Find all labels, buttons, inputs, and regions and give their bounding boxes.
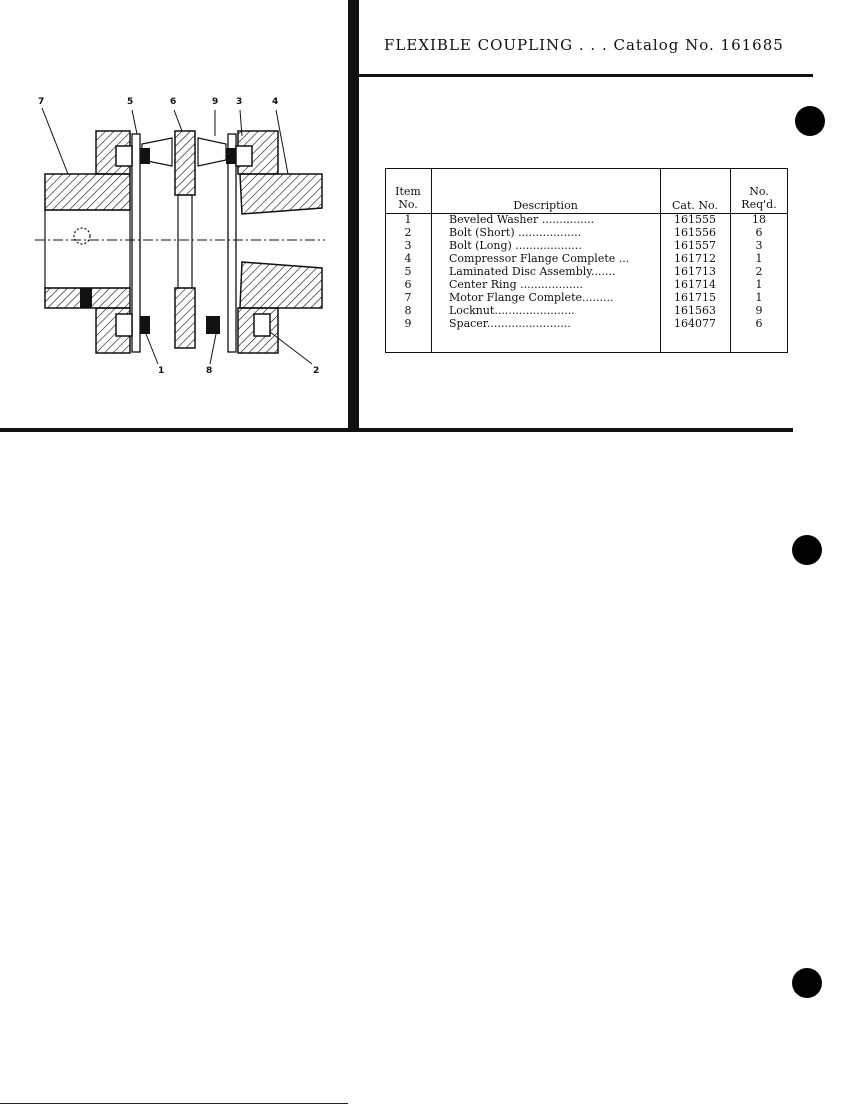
binder-hole-top — [795, 106, 825, 136]
table-row: 3 Bolt (Long) ................... 161557… — [385, 240, 788, 252]
coupling-cross-section-drawing — [35, 107, 325, 365]
qty-required: 9 — [755, 305, 763, 317]
spacer-right — [197, 137, 227, 167]
compressor-flange-top — [239, 173, 323, 215]
compressor-flange-bottom — [239, 261, 323, 309]
callout-6: 6 — [170, 97, 177, 107]
header-item-line2: No. — [398, 198, 418, 211]
item-description: Laminated Disc Assembly....... — [449, 266, 616, 278]
callout-9: 9 — [212, 97, 219, 107]
item-no: 1 — [404, 214, 412, 226]
header-cat-no: Cat. No. — [672, 199, 718, 212]
qty-required: 2 — [755, 266, 763, 278]
header-divider — [385, 213, 788, 214]
table-row: 2 Bolt (Short) .................. 161556… — [385, 227, 788, 239]
header-qty-line1: No. — [749, 185, 769, 198]
item-description: Spacer........................ — [449, 318, 571, 330]
table-row: 4 Compressor Flange Complete ... 161712 … — [385, 253, 788, 265]
title-underline — [359, 74, 813, 77]
bolt-head-lower-right — [253, 313, 271, 337]
binder-hole-bottom — [792, 968, 822, 998]
table-row: 5 Laminated Disc Assembly....... 161713 … — [385, 266, 788, 278]
section-divider — [0, 428, 793, 432]
item-no: 6 — [404, 279, 412, 291]
qty-required: 1 — [755, 292, 763, 304]
cat-no: 161714 — [674, 279, 716, 291]
cat-no: 161556 — [674, 227, 716, 239]
key — [80, 288, 92, 308]
nut-upper-right — [226, 148, 236, 164]
item-description: Motor Flange Complete......... — [449, 292, 614, 304]
laminated-disc-left — [131, 133, 141, 353]
callout-5: 5 — [127, 97, 134, 107]
callout-3: 3 — [236, 97, 243, 107]
item-no: 8 — [404, 305, 412, 317]
motor-flange-top — [44, 173, 131, 211]
callout-4: 4 — [272, 97, 279, 107]
footer-rule — [0, 1103, 348, 1104]
callout-1: 1 — [158, 366, 165, 376]
item-no: 4 — [404, 253, 412, 265]
laminated-disc-right — [227, 133, 237, 353]
item-description: Compressor Flange Complete ... — [449, 253, 630, 265]
cat-no: 161555 — [674, 214, 716, 226]
table-row: 9 Spacer........................ 164077 … — [385, 318, 788, 330]
item-no: 7 — [404, 292, 412, 304]
header-qty: No. Req'd. — [730, 185, 788, 211]
item-no: 2 — [404, 227, 412, 239]
header-qty-line2: Req'd. — [741, 198, 777, 211]
vertical-divider — [348, 0, 359, 432]
qty-required: 6 — [755, 318, 763, 330]
nut-lower-right — [206, 316, 220, 334]
qty-required: 1 — [755, 253, 763, 265]
item-no: 3 — [404, 240, 412, 252]
table-row: 7 Motor Flange Complete......... 161715 … — [385, 292, 788, 304]
header-item: Item No. — [385, 185, 431, 211]
item-no: 5 — [404, 266, 412, 278]
qty-required: 18 — [752, 214, 766, 226]
cat-no: 161713 — [674, 266, 716, 278]
item-no: 9 — [404, 318, 412, 330]
bolt-head-upper-left — [115, 145, 133, 167]
cat-no: 164077 — [674, 318, 716, 330]
qty-required: 6 — [755, 227, 763, 239]
bolt-head-lower-left — [115, 313, 133, 337]
item-description: Bolt (Short) .................. — [449, 227, 582, 239]
parts-table: Item No. Description Cat. No. No. Req'd.… — [385, 168, 788, 353]
callout-7: 7 — [38, 97, 45, 107]
motor-flange-bore — [44, 209, 131, 289]
cat-no: 161557 — [674, 240, 716, 252]
callout-2: 2 — [313, 366, 320, 376]
center-ring-web — [177, 194, 193, 289]
table-row: 8 Locknut....................... 161563 … — [385, 305, 788, 317]
cat-no: 161715 — [674, 292, 716, 304]
table-row: 6 Center Ring .................. 161714 … — [385, 279, 788, 291]
cat-no: 161563 — [674, 305, 716, 317]
qty-required: 1 — [755, 279, 763, 291]
callout-8: 8 — [206, 366, 213, 376]
item-description: Bolt (Long) ................... — [449, 240, 582, 252]
nut-upper-left — [140, 148, 150, 164]
binder-hole-middle — [792, 535, 822, 565]
col-divider-2 — [660, 168, 661, 353]
cat-no: 161712 — [674, 253, 716, 265]
center-ring-top — [174, 130, 196, 196]
table-row: 1 Beveled Washer ............... 161555 … — [385, 214, 788, 226]
item-description: Center Ring .................. — [449, 279, 584, 291]
header-description: Description — [513, 199, 578, 212]
col-divider-1 — [431, 168, 432, 353]
setscrew-symbol — [73, 227, 91, 245]
bolt-head-upper-right — [235, 145, 253, 167]
col-divider-3 — [730, 168, 731, 353]
item-description: Beveled Washer ............... — [449, 214, 595, 226]
item-description: Locknut....................... — [449, 305, 575, 317]
center-ring-bottom — [174, 287, 196, 349]
qty-required: 3 — [755, 240, 763, 252]
page-title: FLEXIBLE COUPLING . . . Catalog No. 1616… — [384, 36, 784, 54]
table-frame — [385, 168, 788, 353]
nut-lower-left — [140, 316, 150, 334]
header-item-line1: Item — [395, 185, 421, 198]
